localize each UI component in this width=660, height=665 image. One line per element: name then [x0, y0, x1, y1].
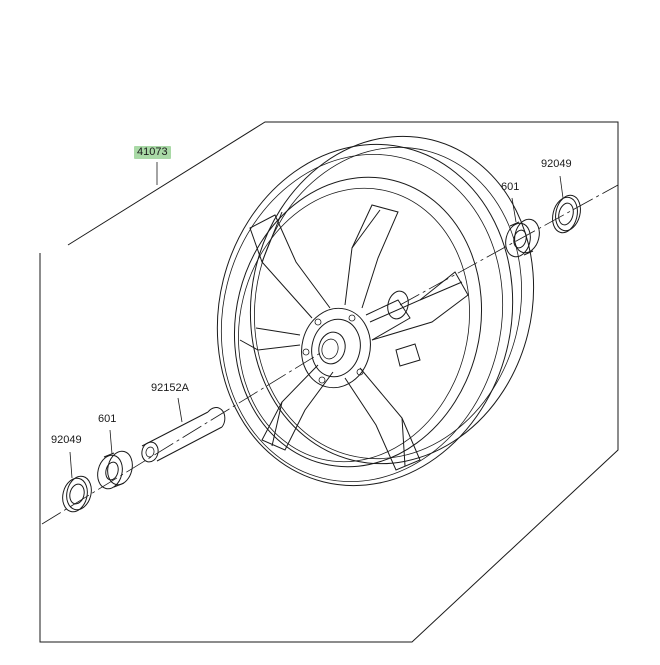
leader-bearing-right [511, 197, 517, 223]
wheel-rim-inner-2 [238, 187, 470, 463]
axle-centerline-left [41, 351, 323, 525]
label-spacer: 92152A [151, 382, 189, 394]
label-oil-seal-right: 92049 [541, 158, 572, 170]
leader-spacer [177, 397, 183, 423]
label-oil-seal-left: 92049 [51, 434, 82, 446]
spacer-drawing [141, 407, 226, 463]
leader-bearing-left [109, 429, 113, 455]
bearing-left-drawing [97, 450, 133, 490]
bearing-right-drawing [505, 218, 540, 258]
wheel-hub [301, 290, 421, 389]
label-wheel-assembly: 41073 [134, 146, 171, 159]
label-bearing-right: 601 [501, 181, 520, 193]
wheel-rim-inner [233, 176, 483, 468]
oil-seal-left-drawing [62, 475, 92, 513]
leader-seal-left [69, 451, 73, 479]
wheel-rim-back [249, 135, 535, 465]
label-bearing-left: 601 [98, 413, 117, 425]
wheel-spokes [239, 204, 469, 471]
oil-seal-right-drawing [552, 194, 581, 234]
wheel-rim-outer [216, 143, 514, 487]
wheel-rim-outer-2 [220, 154, 504, 482]
leader-seal-right [559, 175, 564, 199]
axle-centerline-right [399, 184, 619, 306]
frame-outline [39, 121, 619, 643]
wheel-rim-back-2 [254, 146, 522, 460]
